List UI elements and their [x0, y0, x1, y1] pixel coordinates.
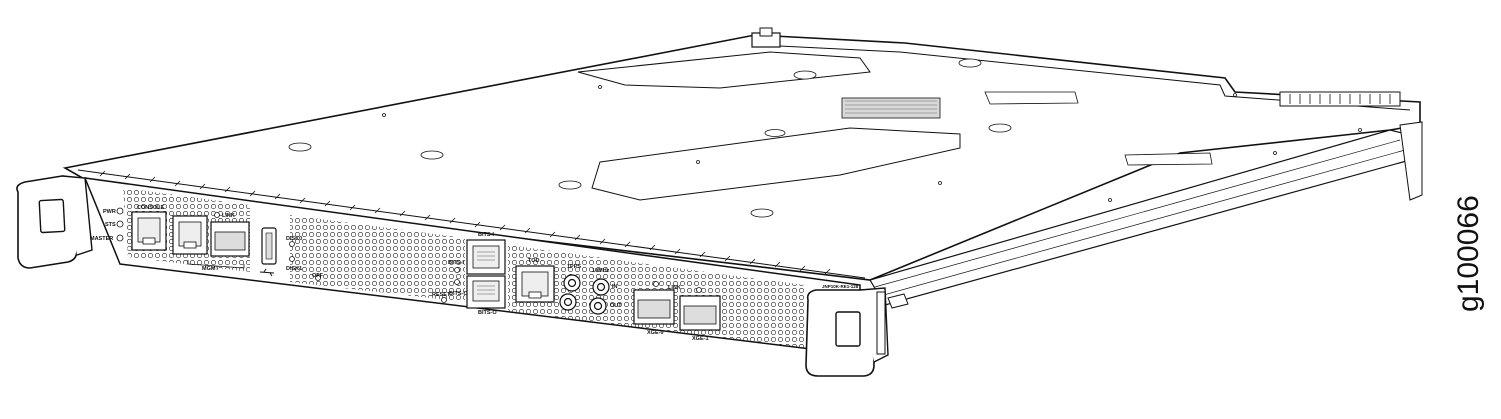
xge-0-port[interactable]	[633, 289, 675, 325]
out-label: OUT	[610, 303, 622, 309]
bits-i-label: BITS-I	[448, 260, 464, 266]
bits-bottom-label: BITS-O	[478, 310, 497, 316]
pwr-label: PWR	[103, 209, 116, 215]
tod-label: TOD	[528, 258, 540, 264]
bits-i-port[interactable]	[466, 239, 506, 275]
rear-latch	[751, 27, 781, 48]
figure-id: g100066	[1452, 195, 1485, 312]
usb-port[interactable]	[261, 227, 277, 265]
vent-right	[728, 275, 805, 348]
link-label: LINK	[222, 213, 235, 219]
mhz-label: 10MHz	[592, 268, 610, 274]
label-plate-2	[1124, 152, 1213, 166]
disk0-label: DISK0	[286, 236, 302, 242]
upper-cover-panel	[577, 51, 871, 89]
bits-leds	[441, 267, 460, 303]
lower-cover-panel	[591, 127, 961, 201]
xge-link-label: LINK	[668, 285, 681, 291]
in-label: IN	[612, 284, 618, 290]
disk1-label: DISK1	[286, 266, 302, 272]
coax-connectors[interactable]	[559, 274, 610, 315]
xge-1-port[interactable]	[679, 295, 721, 331]
screw-holes	[288, 58, 1012, 218]
disk-leds	[289, 241, 321, 281]
right-ejector-handle[interactable]	[805, 287, 909, 377]
console-port[interactable]	[131, 211, 167, 251]
off-label: OFF	[312, 273, 324, 279]
reset-label: RESET	[432, 292, 451, 298]
left-ejector-handle[interactable]	[16, 175, 93, 269]
status-leds	[116, 207, 124, 242]
mgmt-sfp-port[interactable]	[210, 221, 250, 257]
label-plate-1	[984, 91, 1079, 105]
model-label: JNP10K-RE1-128	[822, 284, 859, 289]
master-label: MASTER	[90, 236, 113, 242]
usb-icon	[259, 268, 275, 277]
xge-link-leds	[653, 281, 702, 293]
top-chassis	[62, 27, 1423, 306]
vent-middle	[290, 215, 465, 302]
xge-1-label: XGE-1	[692, 336, 709, 342]
pps-label: 1PPS	[567, 264, 581, 270]
link-led	[214, 212, 220, 218]
console-label: CONSOLE	[137, 205, 165, 211]
xge-0-label: XGE-0	[647, 330, 664, 336]
mgmt-rj45-port[interactable]	[172, 215, 208, 255]
bits-o-port[interactable]	[466, 275, 506, 309]
mgmt-label: MGMT	[202, 266, 219, 272]
sts-label: STS	[105, 222, 116, 228]
bits-top-label: BITS-I	[478, 232, 494, 238]
bits-o-label: BITS-O	[449, 291, 468, 297]
tod-port[interactable]	[515, 265, 555, 303]
rear-guide	[1399, 121, 1423, 201]
